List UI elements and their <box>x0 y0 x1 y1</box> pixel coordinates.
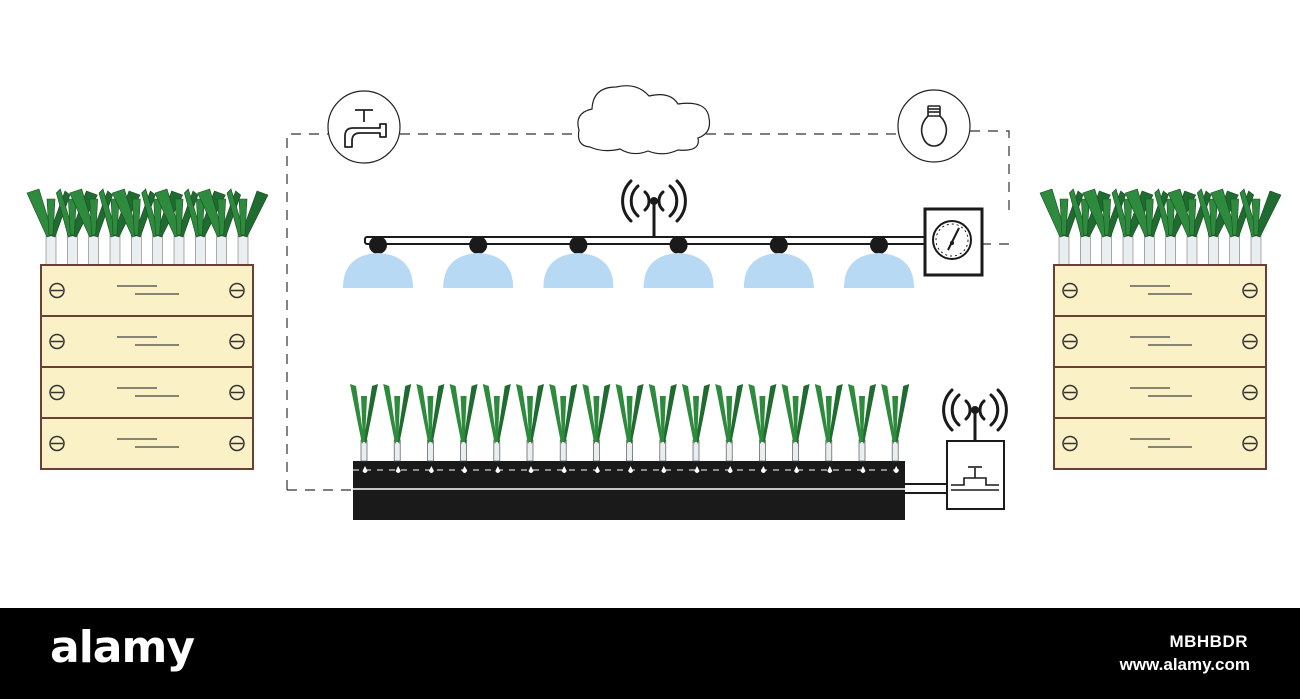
crate-right <box>1039 188 1282 470</box>
water-drop <box>760 466 766 473</box>
smart-farm-diagram <box>26 85 1282 520</box>
seedling <box>648 384 677 462</box>
gauge-icon <box>923 207 984 277</box>
valve-controller <box>942 388 1008 510</box>
leek <box>1239 188 1282 268</box>
site-url[interactable]: www.alamy.com <box>1119 655 1250 674</box>
seedling <box>582 384 611 462</box>
crate-slat <box>1053 315 1267 368</box>
water-drop <box>727 466 733 473</box>
valve-icon <box>951 466 999 491</box>
seedling <box>549 384 578 462</box>
grow-lamps <box>343 236 914 288</box>
cloud-icon <box>577 85 711 155</box>
water-tap-icon <box>327 90 401 164</box>
water-drop <box>395 466 401 473</box>
seedling <box>748 384 777 462</box>
wifi-antenna-icon <box>942 388 1008 432</box>
seedling <box>350 384 378 462</box>
seedling <box>416 384 445 462</box>
seedling <box>848 384 876 462</box>
crate-slat <box>1053 264 1267 317</box>
water-drop <box>794 466 800 473</box>
water-drop <box>860 466 866 473</box>
crate-slat <box>40 315 254 368</box>
leek <box>226 188 269 268</box>
water-drop <box>661 466 667 473</box>
water-drop <box>428 466 434 473</box>
water-drop <box>594 466 600 473</box>
leek <box>1124 188 1169 268</box>
water-drop <box>362 466 368 473</box>
water-drop <box>561 466 567 473</box>
crate-slat <box>40 264 254 317</box>
seedling <box>715 384 744 462</box>
water-drop <box>495 466 501 473</box>
water-drop <box>628 466 634 473</box>
crate-slat <box>1053 417 1267 470</box>
water-drop <box>694 466 700 473</box>
wifi-antenna-icon <box>621 179 687 223</box>
network-dashed-lines <box>286 130 1010 491</box>
seedling <box>814 384 843 462</box>
crate-left <box>26 188 269 470</box>
grow-lamp <box>443 236 514 288</box>
seedling <box>682 384 710 462</box>
seedling <box>516 384 544 462</box>
image-id: MBHBDR <box>1169 632 1248 651</box>
grow-light-bar <box>364 197 928 245</box>
seedling <box>482 384 511 462</box>
grow-lamp <box>643 236 714 288</box>
planter-tray <box>353 461 1000 520</box>
seedling <box>881 384 910 462</box>
light-bulb-icon <box>897 89 971 163</box>
grow-lamp <box>543 236 614 288</box>
water-drop <box>893 466 899 473</box>
footer-bar: alamy MBHBDR www.alamy.com <box>0 608 1300 699</box>
water-drop <box>528 466 534 473</box>
water-drop <box>462 466 468 473</box>
crate-slat <box>40 417 254 470</box>
seedling <box>383 384 412 462</box>
seedling <box>615 384 644 462</box>
brand-logo[interactable]: alamy <box>50 622 195 673</box>
grow-lamp <box>743 236 814 288</box>
water-drop <box>827 466 833 473</box>
seedlings-row <box>350 384 910 462</box>
crate-slat <box>40 366 254 419</box>
grow-lamp <box>343 236 413 288</box>
seedling <box>449 384 478 462</box>
crate-slat <box>1053 366 1267 419</box>
grow-lamp <box>844 236 914 288</box>
seedling <box>781 384 810 462</box>
water-drops <box>362 466 899 473</box>
